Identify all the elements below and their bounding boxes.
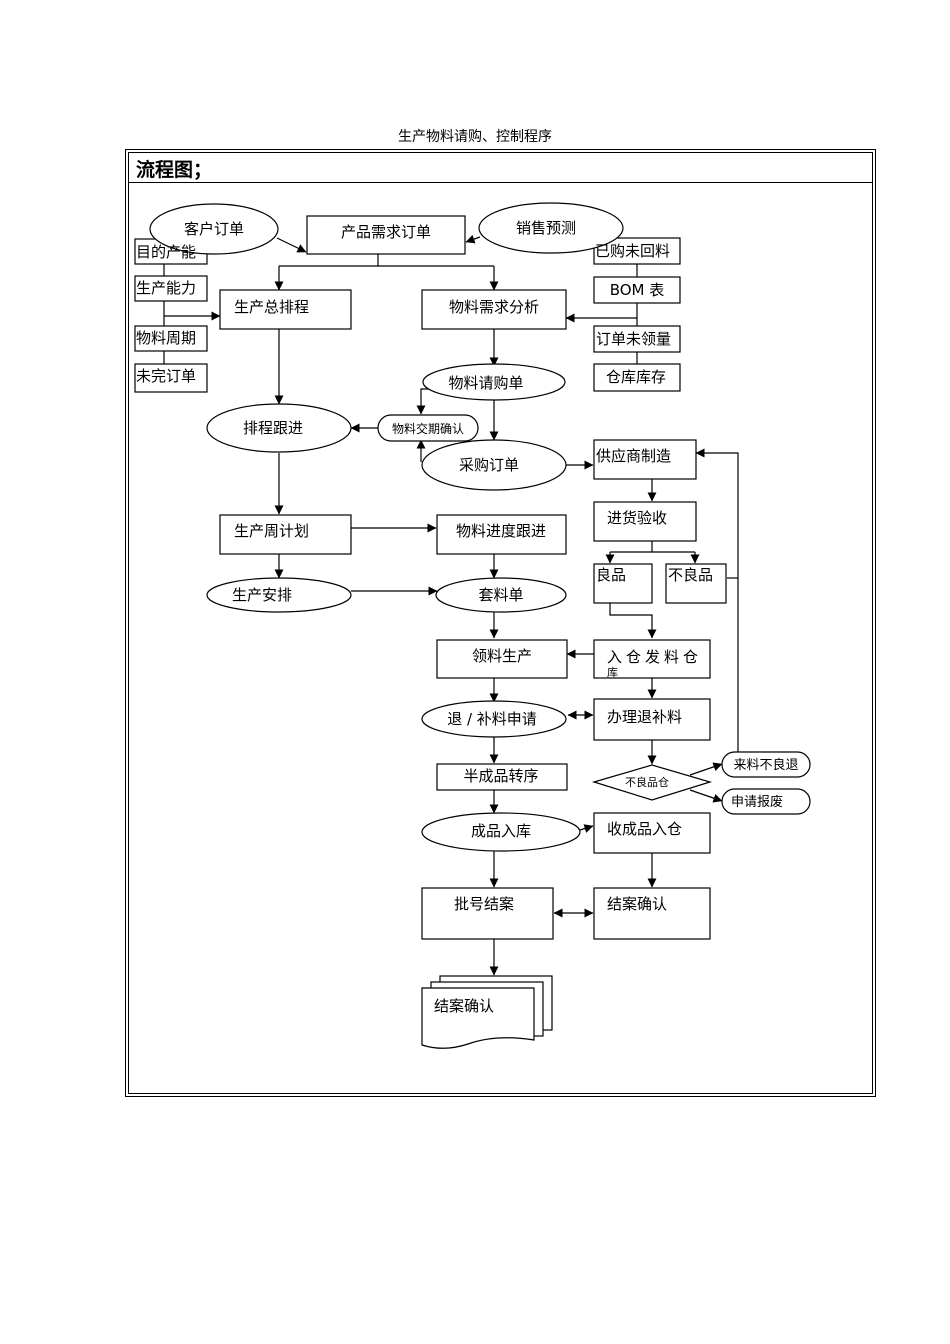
box-close-confirmation [593, 887, 711, 940]
table-outer-border [125, 149, 876, 1097]
label-material-progress: 物料进度跟进 [456, 522, 546, 540]
label-purchase-order: 采购订单 [459, 456, 519, 474]
box-issue-production [436, 639, 568, 679]
box-product-demand-order [306, 215, 466, 255]
edge-forecast-to-demand [465, 234, 481, 244]
box-bom [593, 276, 681, 304]
label-return-defective-material: 来料不良退 [733, 757, 798, 773]
edge-return-to-supplier [695, 448, 739, 764]
label-receive-finished-goods: 收成品入仓 [607, 820, 682, 838]
label-unfinished-order: 未完订单 [136, 367, 196, 385]
label-kit-list: 套料单 [478, 586, 523, 604]
box-good-product [593, 563, 653, 604]
ellipse-purchase-order [421, 439, 567, 491]
label-handle-return-supplement: 办理退补料 [607, 708, 682, 726]
label-purchased-not-returned: 已购未回料 [595, 242, 670, 260]
label-target-product: 目的产能 [136, 243, 196, 261]
ellipse-schedule-followup [206, 403, 352, 453]
label-close-confirmation-document: 结案确认 [434, 997, 494, 1015]
edge-finished-to-receive [579, 824, 594, 833]
label-customer-order: 客户订单 [184, 220, 244, 238]
box-warehouse-stock [593, 363, 681, 392]
pill-return-defective-material [721, 751, 811, 778]
box-material-progress [436, 514, 567, 555]
edge-customer-to-demand [276, 237, 307, 253]
box-batch-close [421, 887, 554, 940]
box-weekly-plan [219, 514, 352, 555]
box-handle-return-supplement [593, 698, 711, 741]
label-material-requisition: 物料请购单 [448, 374, 523, 392]
ellipse-production-arrangement [206, 577, 352, 613]
ellipse-return-supplement-request [421, 700, 567, 738]
box-warehouse-issue [593, 639, 711, 679]
label-defective-warehouse: 不良品仓 [625, 775, 669, 789]
box-unfinished-order [134, 363, 208, 393]
label-product-demand-order: 产品需求订单 [341, 223, 431, 241]
label-production-arrangement: 生产安排 [232, 586, 292, 604]
label-semi-finished-transfer: 半成品转序 [463, 767, 538, 785]
edge-good-to-warehouse [609, 603, 657, 639]
label-incoming-inspection: 进货验收 [607, 509, 667, 527]
label-material-demand-analysis: 物料需求分析 [449, 298, 539, 316]
label-production-capacity: 生产能力 [136, 279, 196, 297]
label-order-not-collected: 订单未领量 [596, 330, 671, 348]
box-incoming-inspection [593, 501, 697, 542]
section-header: 流程图； [136, 159, 213, 181]
box-defective-product [665, 563, 727, 604]
edge-inspection-split [610, 541, 695, 553]
labels: 客户订单 产品需求订单 销售预测 目的产能 生产能力 物料周期 未完订单 已购未… [136, 219, 799, 1015]
pill-delivery-confirmation [377, 414, 479, 442]
edge-defective-to-return [689, 762, 723, 776]
ellipse-material-requisition [422, 363, 566, 401]
box-semi-finished-transfer [436, 763, 568, 791]
label-supplier-manufacturing: 供应商制造 [596, 447, 671, 465]
label-warehouse-stock: 仓库库存 [606, 368, 666, 386]
box-master-schedule [219, 289, 352, 330]
document-title: 生产物料请购、控制程序 [398, 129, 552, 145]
label-schedule-followup: 排程跟进 [243, 419, 303, 437]
ellipse-finished-goods-in [421, 812, 581, 852]
box-order-not-collected [593, 325, 681, 353]
edge-defective-to-scrap [689, 789, 723, 803]
box-material-demand-analysis [421, 289, 567, 330]
label-batch-close: 批号结案 [454, 895, 514, 913]
label-delivery-confirmation: 物料交期确认 [392, 421, 464, 436]
shapes [134, 202, 811, 1049]
label-finished-goods-in: 成品入库 [471, 822, 531, 840]
label-weekly-plan: 生产周计划 [234, 522, 309, 540]
label-bom: BOM 表 [610, 281, 665, 299]
box-production-capacity [134, 275, 208, 302]
diamond-defective-warehouse [591, 764, 713, 801]
label-issue-production: 领料生产 [472, 647, 532, 665]
box-material-cycle [134, 325, 208, 352]
box-receive-finished-goods [593, 812, 711, 854]
edge-requisition-to-confirmation [416, 388, 437, 415]
label-material-cycle: 物料周期 [136, 329, 196, 347]
label-sales-forecast: 销售预测 [516, 219, 576, 237]
label-return-supplement-request: 退 / 补料申请 [447, 710, 537, 728]
table-inner-border [128, 152, 873, 1094]
pill-apply-scrap [721, 788, 811, 815]
label-defective-product: 不良品 [668, 566, 713, 584]
label-master-schedule: 生产总排程 [234, 298, 309, 316]
ellipse-sales-forecast [478, 202, 624, 254]
document-front-sheet [421, 987, 535, 1049]
label-good-product: 良品 [596, 566, 626, 584]
ellipse-kit-list [435, 577, 567, 613]
label-warehouse-issue-continued: 库 [607, 666, 618, 679]
header-divider [128, 182, 873, 183]
box-supplier-manufacturing [593, 439, 697, 480]
label-apply-scrap: 申请报废 [731, 794, 783, 810]
label-close-confirmation: 结案确认 [607, 895, 667, 913]
ellipse-customer-order [149, 203, 279, 255]
label-warehouse-issue: 入仓发料仓 [607, 648, 698, 666]
